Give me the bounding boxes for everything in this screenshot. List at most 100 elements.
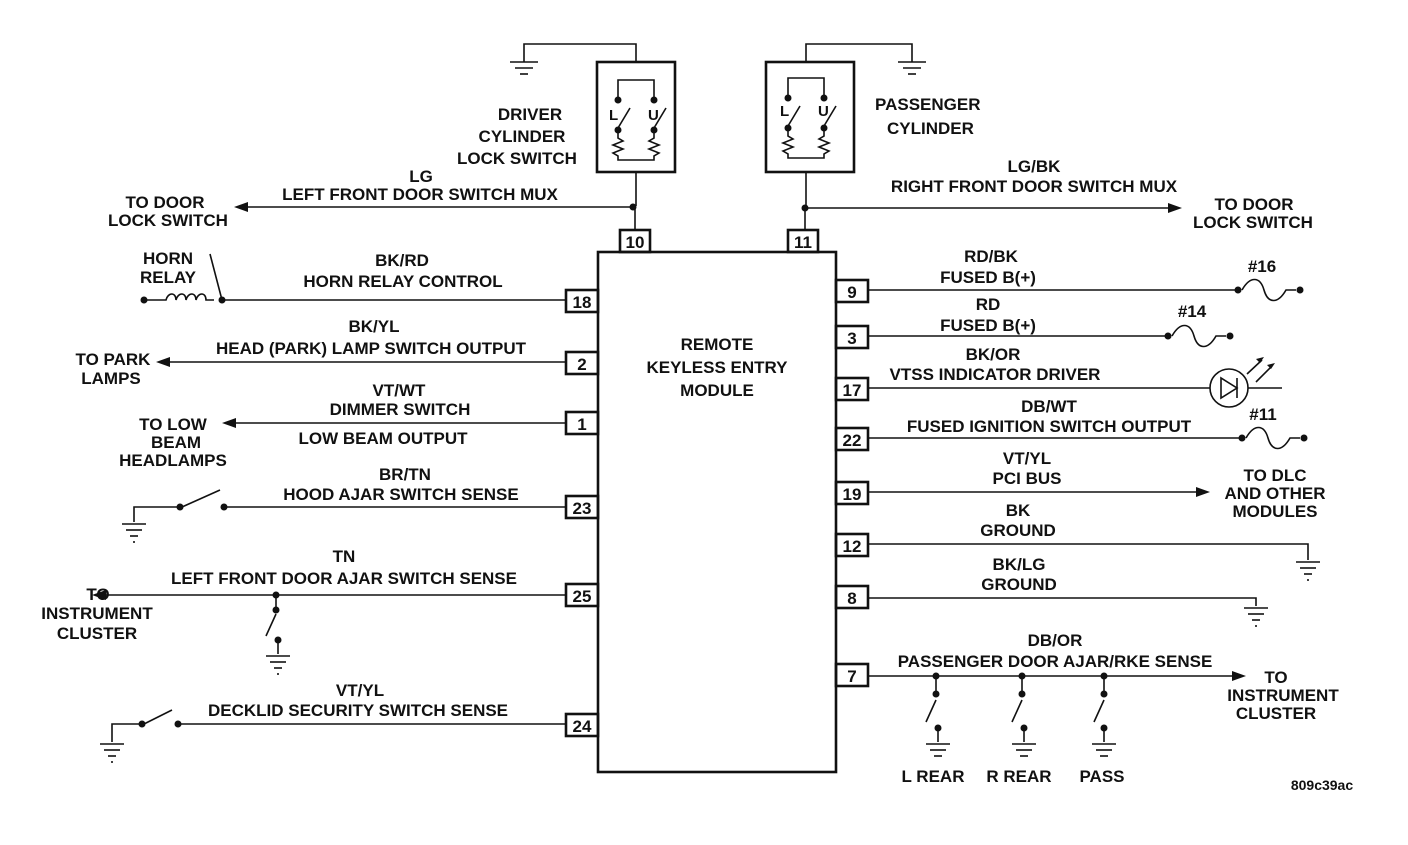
circuit-pin-2: 2 BK/YL HEAD (PARK) LAMP SWITCH OUTPUT T… — [76, 317, 600, 388]
horn-relay-label-2: RELAY — [140, 268, 197, 287]
driver-l-label: L — [609, 107, 618, 124]
pin-3-label: 3 — [847, 329, 856, 348]
fuse-16-label: #16 — [1248, 257, 1276, 276]
pin-17-box — [834, 376, 870, 402]
vtyl-pci-wire-color: VT/YL — [1003, 449, 1051, 468]
tn-wire-color: TN — [333, 547, 356, 566]
l-rear-label: L REAR — [902, 767, 965, 786]
bk-wire-color: BK — [1006, 501, 1031, 520]
to-dlc-3: MODULES — [1233, 502, 1318, 521]
arrow-right-icon — [1196, 487, 1210, 497]
module-label-line2: KEYLESS ENTRY — [646, 358, 788, 377]
arrow-left-icon — [222, 418, 236, 428]
arrow-left-icon — [234, 202, 248, 212]
right-front-door-mux-label: RIGHT FRONT DOOR SWITCH MUX — [891, 177, 1178, 196]
brtn-wire-color: BR/TN — [379, 465, 431, 484]
bkor-wire-color: BK/OR — [966, 345, 1021, 364]
bklg-wire-color: BK/LG — [993, 555, 1046, 574]
circuit-pin-25: 25 TN LEFT FRONT DOOR AJAR SWITCH SENSE … — [41, 547, 600, 675]
ground-icon — [100, 743, 124, 763]
arrow-right-icon — [1232, 671, 1246, 681]
pass-door-switch: PASS — [1079, 672, 1125, 786]
ground-icon — [1244, 607, 1268, 627]
left-front-door-mux-label: LEFT FRONT DOOR SWITCH MUX — [282, 185, 558, 204]
pin-25-label: 25 — [573, 587, 592, 606]
pin-12-label: 12 — [843, 537, 862, 556]
horn-relay-label-1: HORN — [143, 249, 193, 268]
to-door-lock-right-1: TO DOOR — [1214, 195, 1293, 214]
pin-8-box — [834, 584, 870, 610]
vtyl-decklid-wire-color: VT/YL — [336, 681, 384, 700]
pin-1-label: 1 — [577, 415, 586, 434]
passenger-cylinder-switch: L U PASSENGER CYLINDER — [764, 43, 981, 208]
lgbk-wire-color: LG/BK — [1008, 157, 1062, 176]
fuse-icon — [1171, 324, 1226, 348]
pin-12-box — [834, 532, 870, 558]
pass-label: PASS — [1079, 767, 1124, 786]
dbor-wire-color: DB/OR — [1028, 631, 1083, 650]
ground-icon — [1296, 561, 1320, 581]
to-instrument-cluster-right-1: TO — [1264, 668, 1287, 687]
to-instrument-cluster-right-2: INSTRUMENT — [1227, 686, 1339, 705]
pin-8-label: 8 — [847, 589, 856, 608]
pin-2-label: 2 — [577, 355, 586, 374]
hood-ajar-label: HOOD AJAR SWITCH SENSE — [283, 485, 519, 504]
pin-9-label: 9 — [847, 283, 856, 302]
to-low-beam-2: BEAM — [151, 433, 201, 452]
to-instrument-cluster-right-3: CLUSTER — [1236, 704, 1316, 723]
driver-cylinder-switch: L U DRIVER CYLINDER LOCK SWITCH — [457, 43, 677, 206]
figure-id: 809c39ac — [1291, 777, 1354, 793]
ground-icon — [122, 523, 146, 543]
park-lamp-output-label: HEAD (PARK) LAMP SWITCH OUTPUT — [216, 339, 527, 358]
to-dlc-2: AND OTHER — [1224, 484, 1325, 503]
r-rear-label: R REAR — [986, 767, 1051, 786]
pin-22-label: 22 — [843, 431, 862, 450]
lg-wire-color: LG — [409, 167, 433, 186]
low-beam-output-label: LOW BEAM OUTPUT — [298, 429, 468, 448]
fuse-icon — [1245, 426, 1300, 450]
pin-10-label: 10 — [626, 233, 645, 252]
circuit-pin-8: 8 BK/LG GROUND — [834, 555, 1268, 627]
to-instrument-cluster-left-2: INSTRUMENT — [41, 604, 153, 623]
r-rear-door-switch: R REAR — [986, 672, 1052, 786]
left-door-ajar-label: LEFT FRONT DOOR AJAR SWITCH SENSE — [171, 569, 517, 588]
circuit-pin-3: 3 RD FUSED B(+) #14 — [834, 295, 1234, 350]
passenger-switch-label-1: PASSENGER — [875, 95, 981, 114]
dbwt-wire-color: DB/WT — [1021, 397, 1077, 416]
passenger-l-label: L — [780, 103, 789, 120]
circuit-pin-7: 7 DB/OR PASSENGER DOOR AJAR/RKE SENSE TO… — [834, 631, 1339, 786]
fused-b-plus-label-2: FUSED B(+) — [940, 316, 1036, 335]
to-door-lock-left-2: LOCK SWITCH — [108, 211, 228, 230]
to-instrument-cluster-left-1: TO — [86, 585, 109, 604]
module-label-line1: REMOTE — [681, 335, 754, 354]
driver-switch-label-2: CYLINDER — [479, 127, 566, 146]
pin-2-box — [564, 350, 600, 376]
circuit-pin-24: 24 VT/YL DECKLID SECURITY SWITCH SENSE — [100, 681, 600, 763]
driver-switch-label-1: DRIVER — [498, 105, 562, 124]
pin-22-box — [834, 426, 870, 452]
ground-label-1: GROUND — [980, 521, 1056, 540]
pin-17-label: 17 — [843, 381, 862, 400]
pin-19-box — [834, 480, 870, 506]
to-door-lock-left-1: TO DOOR — [125, 193, 204, 212]
module-label-line3: MODULE — [680, 381, 754, 400]
passenger-u-label: U — [818, 103, 829, 120]
fuse-14-label: #14 — [1178, 302, 1207, 321]
passenger-switch-label-2: CYLINDER — [887, 119, 974, 138]
circuit-pin-1: 1 VT/WT DIMMER SWITCH LOW BEAM OUTPUT TO… — [119, 381, 600, 470]
rd-wire-color: RD — [976, 295, 1001, 314]
led-indicator-icon — [1209, 357, 1282, 408]
rdbk-wire-color: RD/BK — [964, 247, 1019, 266]
circuit-pin-18: 18 HORN RELAY BK/RD HORN RELAY CONTROL — [140, 249, 600, 314]
decklid-sense-label: DECKLID SECURITY SWITCH SENSE — [208, 701, 508, 720]
pin-19-label: 19 — [843, 485, 862, 504]
pin-9-box — [834, 278, 870, 304]
passenger-door-ajar-label: PASSENGER DOOR AJAR/RKE SENSE — [898, 652, 1213, 671]
pin-18-label: 18 — [573, 293, 592, 312]
circuit-pin-19: 19 VT/YL PCI BUS TO DLC AND OTHER MODULE… — [834, 449, 1326, 521]
circuit-pin-17: 17 BK/OR VTSS INDICATOR DRIVER — [834, 345, 1282, 408]
vtss-indicator-label: VTSS INDICATOR DRIVER — [890, 365, 1101, 384]
l-rear-door-switch: L REAR — [902, 672, 965, 786]
arrow-left-icon — [92, 590, 106, 600]
